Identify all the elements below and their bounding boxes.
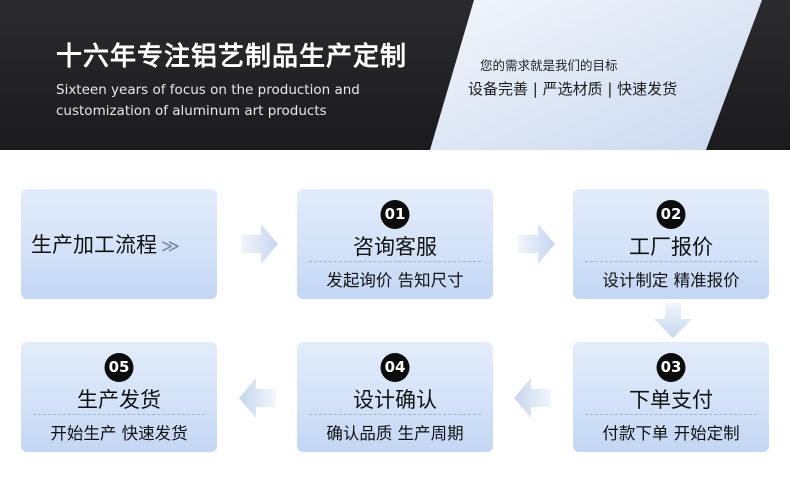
double-chevron-right-icon: ≫: [161, 236, 180, 257]
step-card-05: 05 生产发货 开始生产 快速发货: [21, 342, 217, 452]
arrow-down-icon: [654, 303, 692, 338]
step-divider: [33, 414, 205, 415]
banner-title-en-line2: customization of aluminum art products: [56, 103, 327, 119]
flow-title: 生产加工流程: [31, 233, 157, 257]
step-card-02: 02 工厂报价 设计制定 精准报价: [573, 189, 769, 299]
banner-tagline: 您的需求就是我们的目标: [480, 58, 618, 73]
step-title: 下单支付: [629, 388, 713, 412]
banner-features: 设备完善 | 严选材质 | 快速发货: [468, 80, 678, 98]
step-divider: [309, 261, 481, 262]
header-banner: 十六年专注铝艺制品生产定制 Sixteen years of focus on …: [0, 0, 790, 150]
step-number-badge: 04: [380, 353, 410, 382]
step-description: 确认品质 生产周期: [326, 424, 464, 443]
step-description: 发起询价 告知尺寸: [326, 271, 464, 290]
arrow-left-icon: [514, 378, 551, 418]
step-title: 咨询客服: [353, 235, 437, 259]
step-divider: [309, 414, 481, 415]
arrow-right-icon: [518, 224, 555, 264]
step-number-badge: 01: [380, 200, 410, 229]
banner-title-en-line1: Sixteen years of focus on the production…: [56, 82, 360, 98]
step-divider: [585, 261, 757, 262]
step-description: 开始生产 快速发货: [50, 424, 188, 443]
step-title: 生产发货: [77, 388, 161, 412]
banner-title-cn: 十六年专注铝艺制品生产定制: [56, 42, 408, 72]
banner-slant-panel: [430, 0, 762, 150]
step-description: 设计制定 精准报价: [602, 271, 740, 290]
step-divider: [585, 414, 757, 415]
arrow-left-icon: [239, 378, 276, 418]
step-number-badge: 02: [656, 200, 686, 229]
step-number-badge: 03: [656, 353, 686, 382]
step-card-01: 01 咨询客服 发起询价 告知尺寸: [297, 189, 493, 299]
step-card-04: 04 设计确认 确认品质 生产周期: [297, 342, 493, 452]
step-title: 工厂报价: [629, 235, 713, 259]
flow-title-card: 生产加工流程≫: [21, 189, 217, 299]
step-number-badge: 05: [104, 353, 134, 382]
arrow-right-icon: [241, 224, 278, 264]
step-description: 付款下单 开始定制: [602, 424, 740, 443]
step-title: 设计确认: [353, 388, 437, 412]
step-card-03: 03 下单支付 付款下单 开始定制: [573, 342, 769, 452]
